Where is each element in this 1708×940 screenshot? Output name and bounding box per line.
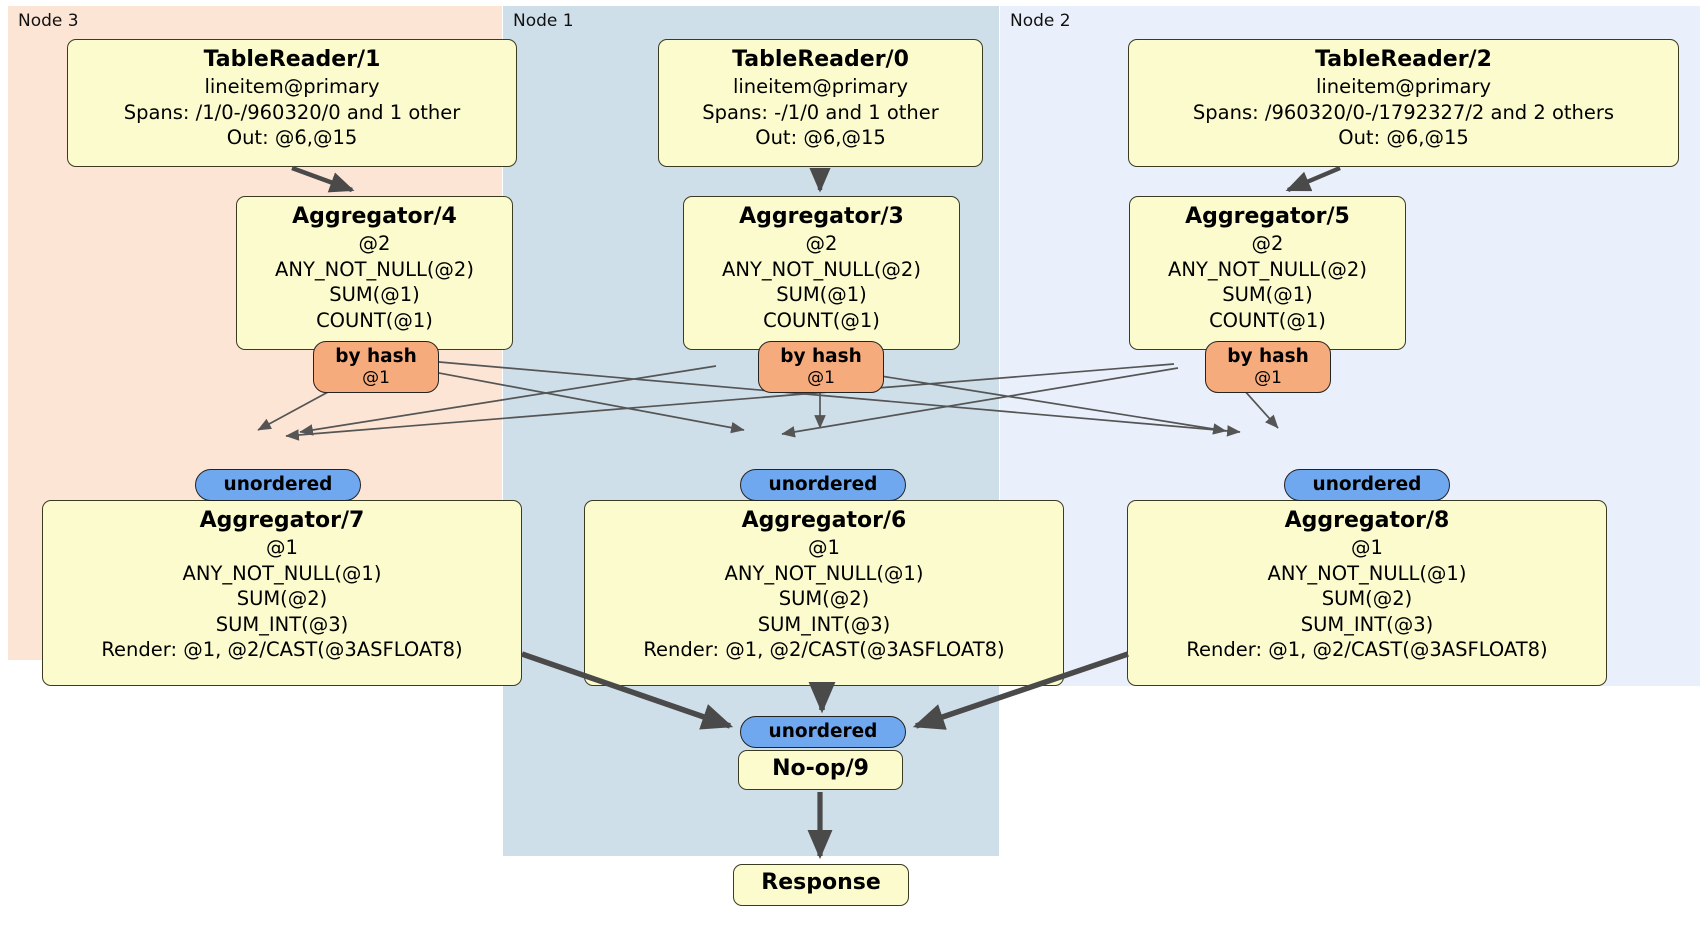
processor-line: @2 — [358, 232, 391, 255]
synchronizer-unordered-left[interactable]: unordered — [195, 469, 361, 501]
synchronizer-label: unordered — [768, 474, 878, 495]
processor-line: SUM_INT(@3) — [215, 612, 349, 636]
processor-title: Aggregator/6 — [741, 508, 907, 533]
processor-line: Spans: -/1/0 and 1 other — [702, 100, 939, 124]
synchronizer-unordered-right[interactable]: unordered — [1284, 469, 1450, 501]
processor-aggregator5[interactable]: Aggregator/5 @2 ANY_NOT_NULL(@2) SUM(@1)… — [1129, 196, 1406, 350]
processor-title: Aggregator/8 — [1284, 508, 1450, 533]
processor-line: SUM(@1) — [776, 283, 867, 306]
processor-line: @1 — [1351, 536, 1383, 559]
processor-line: COUNT(@1) — [1209, 308, 1326, 332]
processor-line: ANY_NOT_NULL(@1) — [1267, 561, 1467, 585]
processor-line: lineitem@primary — [732, 75, 909, 98]
processor-line: @1 — [266, 536, 298, 559]
processor-line: SUM(@1) — [1222, 283, 1313, 306]
processor-line: COUNT(@1) — [316, 308, 433, 332]
processor-title: Aggregator/7 — [199, 508, 365, 533]
processor-line: Out: @6,@15 — [755, 126, 886, 149]
processor-line: lineitem@primary — [204, 75, 380, 98]
processor-title: TableReader/0 — [732, 47, 909, 72]
router-key: @1 — [807, 368, 835, 388]
processor-noop9[interactable]: No-op/9 — [738, 750, 903, 790]
processor-line: SUM(@1) — [329, 283, 420, 306]
processor-line: @2 — [1251, 232, 1284, 255]
router-label: by hash — [335, 346, 417, 367]
node-panel-label-node3: Node 3 — [18, 11, 79, 31]
processor-aggregator3[interactable]: Aggregator/3 @2 ANY_NOT_NULL(@2) SUM(@1)… — [683, 196, 960, 350]
processor-line: ANY_NOT_NULL(@2) — [275, 257, 474, 281]
processor-tablereader2[interactable]: TableReader/2 lineitem@primary Spans: /9… — [1128, 39, 1679, 167]
processor-title: TableReader/1 — [203, 47, 381, 72]
synchronizer-label: unordered — [1312, 474, 1422, 495]
processor-tablereader0[interactable]: TableReader/0 lineitem@primary Spans: -/… — [658, 39, 983, 167]
processor-line: @2 — [805, 232, 838, 255]
processor-aggregator7[interactable]: Aggregator/7 @1 ANY_NOT_NULL(@1) SUM(@2)… — [42, 500, 522, 686]
processor-line: SUM_INT(@3) — [757, 612, 891, 636]
processor-line: Render: @1, @2/CAST(@3ASFLOAT8) — [643, 638, 1005, 661]
node-panel-label-node1: Node 1 — [513, 11, 574, 31]
processor-title: Response — [761, 870, 881, 895]
processor-line: Spans: /1/0-/960320/0 and 1 other — [123, 100, 461, 124]
processor-line: ANY_NOT_NULL(@1) — [182, 561, 382, 585]
processor-line: ANY_NOT_NULL(@2) — [722, 257, 921, 281]
processor-aggregator8[interactable]: Aggregator/8 @1 ANY_NOT_NULL(@1) SUM(@2)… — [1127, 500, 1607, 686]
processor-response[interactable]: Response — [733, 864, 909, 906]
processor-tablereader1[interactable]: TableReader/1 lineitem@primary Spans: /1… — [67, 39, 517, 167]
processor-title: Aggregator/3 — [739, 204, 904, 229]
synchronizer-label: unordered — [223, 474, 333, 495]
node-panel-label-node2: Node 2 — [1010, 11, 1071, 31]
router-hash-left[interactable]: by hash @1 — [313, 341, 439, 393]
router-label: by hash — [1227, 346, 1309, 367]
processor-line: SUM_INT(@3) — [1300, 612, 1434, 636]
processor-line: ANY_NOT_NULL(@2) — [1168, 257, 1367, 281]
processor-line: Out: @6,@15 — [226, 126, 358, 149]
processor-line: COUNT(@1) — [763, 308, 880, 332]
processor-title: TableReader/2 — [1315, 47, 1492, 72]
processor-line: ANY_NOT_NULL(@1) — [724, 561, 924, 585]
processor-title: Aggregator/5 — [1185, 204, 1350, 229]
processor-line: @1 — [808, 536, 840, 559]
router-label: by hash — [780, 346, 862, 367]
router-hash-right[interactable]: by hash @1 — [1205, 341, 1331, 393]
processor-line: Render: @1, @2/CAST(@3ASFLOAT8) — [101, 638, 463, 661]
synchronizer-unordered-final[interactable]: unordered — [740, 716, 906, 748]
processor-line: lineitem@primary — [1315, 75, 1492, 98]
synchronizer-unordered-center[interactable]: unordered — [740, 469, 906, 501]
processor-line: SUM(@2) — [1321, 587, 1413, 610]
processor-line: Out: @6,@15 — [1338, 126, 1469, 149]
processor-line: SUM(@2) — [236, 587, 328, 610]
processor-aggregator4[interactable]: Aggregator/4 @2 ANY_NOT_NULL(@2) SUM(@1)… — [236, 196, 513, 350]
processor-line: Spans: /960320/0-/1792327/2 and 2 others — [1192, 100, 1615, 124]
processor-title: No-op/9 — [772, 756, 869, 781]
router-hash-center[interactable]: by hash @1 — [758, 341, 884, 393]
router-key: @1 — [1254, 368, 1282, 388]
processor-title: Aggregator/4 — [292, 204, 457, 229]
router-key: @1 — [362, 368, 390, 388]
processor-line: SUM(@2) — [778, 587, 870, 610]
processor-aggregator6[interactable]: Aggregator/6 @1 ANY_NOT_NULL(@1) SUM(@2)… — [584, 500, 1064, 686]
processor-line: Render: @1, @2/CAST(@3ASFLOAT8) — [1186, 638, 1548, 661]
synchronizer-label: unordered — [768, 721, 878, 742]
